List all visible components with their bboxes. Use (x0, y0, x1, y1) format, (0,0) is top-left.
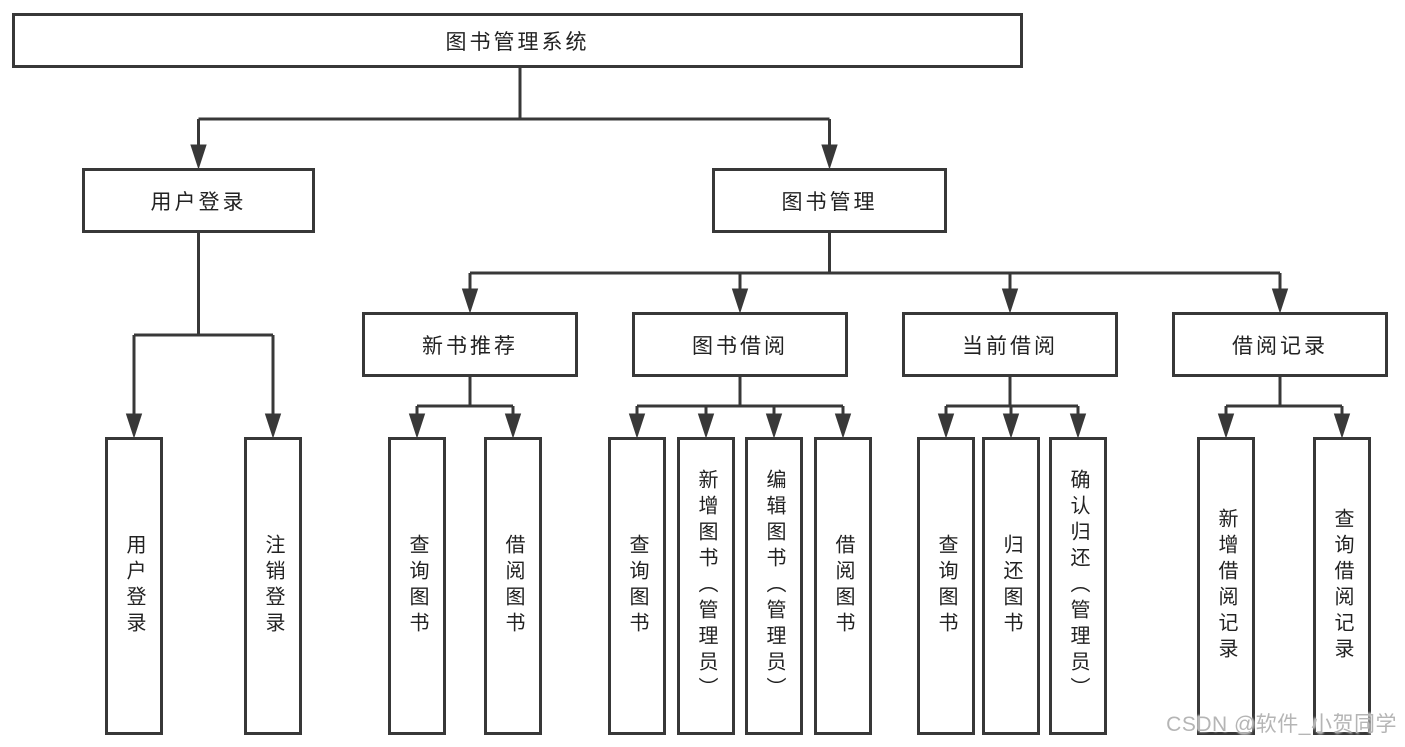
node-label: 新书推荐 (422, 334, 518, 358)
leaf-borrow-books: 借阅图书 (814, 437, 872, 735)
arrowhead-icon (821, 144, 838, 170)
leaf-query-books-recommend: 查询图书 (388, 437, 446, 735)
node-root: 图书管理系统 (12, 13, 1023, 68)
node-label: 借阅图书 (832, 534, 854, 638)
leaf-confirm-return-admin: 确认归还（管理员） (1049, 437, 1107, 735)
arrowhead-icon (697, 413, 715, 439)
leaf-edit-book-admin: 编辑图书（管理员） (745, 437, 803, 735)
node-label: 图书管理系统 (445, 30, 590, 54)
node-label: 用户登录 (150, 190, 247, 214)
node-label: 注销登录 (262, 534, 284, 638)
arrowhead-icon (1217, 413, 1235, 439)
leaf-add-borrow-record: 新增借阅记录 (1197, 437, 1255, 735)
leaf-return-book: 归还图书 (982, 437, 1040, 735)
node-label: 图书管理 (781, 190, 878, 214)
leaf-user-login: 用户登录 (105, 437, 163, 735)
arrowhead-icon (765, 413, 783, 439)
leaf-logout: 注销登录 (244, 437, 302, 735)
node-label: 当前借阅 (962, 334, 1058, 358)
node-label: 查询借阅记录 (1331, 508, 1353, 664)
leaf-query-borrow-record: 查询借阅记录 (1313, 437, 1371, 735)
node-label: 查询图书 (626, 534, 648, 638)
arrowhead-icon (264, 413, 282, 439)
node-new-book-recommend: 新书推荐 (362, 312, 578, 377)
arrowhead-icon (731, 288, 749, 314)
node-current-borrow: 当前借阅 (902, 312, 1118, 377)
node-book-borrow: 图书借阅 (632, 312, 848, 377)
arrowhead-icon (408, 413, 426, 439)
node-label: 查询图书 (406, 534, 428, 638)
leaf-borrow-books-recommend: 借阅图书 (484, 437, 542, 735)
arrowhead-icon (628, 413, 646, 439)
arrowhead-icon (504, 413, 522, 439)
arrowhead-icon (190, 144, 207, 170)
arrowhead-icon (937, 413, 955, 439)
node-label: 图书借阅 (692, 334, 788, 358)
node-borrow-records: 借阅记录 (1172, 312, 1388, 377)
node-label: 借阅记录 (1232, 334, 1328, 358)
arrowhead-icon (1001, 288, 1019, 314)
node-label: 确认归还（管理员） (1067, 469, 1089, 703)
node-label: 归还图书 (1000, 534, 1022, 638)
leaf-add-book-admin: 新增图书（管理员） (677, 437, 735, 735)
arrowhead-icon (1271, 288, 1289, 314)
arrowhead-icon (1333, 413, 1351, 439)
node-label: 编辑图书（管理员） (763, 469, 785, 703)
node-user-login: 用户登录 (82, 168, 315, 233)
node-label: 新增借阅记录 (1215, 508, 1237, 664)
node-label: 用户登录 (123, 534, 145, 638)
node-label: 查询图书 (935, 534, 957, 638)
node-label: 借阅图书 (502, 534, 524, 638)
arrowhead-icon (461, 288, 479, 314)
arrowhead-icon (125, 413, 143, 439)
arrowhead-icon (834, 413, 852, 439)
leaf-query-books-borrow: 查询图书 (608, 437, 666, 735)
leaf-query-books-current: 查询图书 (917, 437, 975, 735)
node-book-management: 图书管理 (712, 168, 947, 233)
node-label: 新增图书（管理员） (695, 469, 717, 703)
arrowhead-icon (1002, 413, 1020, 439)
arrowhead-icon (1069, 413, 1087, 439)
